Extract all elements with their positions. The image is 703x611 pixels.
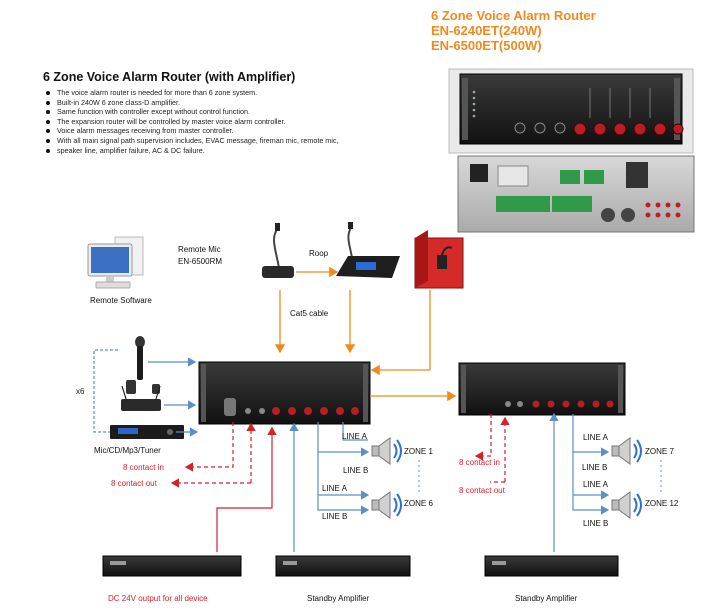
zone-range-dots [418, 460, 662, 492]
blue-output-lines-right [549, 412, 610, 552]
paging-console-icon [336, 222, 400, 278]
handheld-mic-icon [135, 336, 145, 380]
dc-output-label: DC 24V output for all device [108, 594, 208, 603]
gooseneck-mic-icon [262, 223, 294, 278]
speaker-icon-zone1 [371, 437, 402, 465]
line-b-zone12-label: LINE B [583, 519, 609, 528]
main-router-device [198, 361, 371, 425]
section-title: 6 Zone Voice Alarm Router (with Amplifie… [43, 70, 296, 84]
line-b-zone1-label: LINE B [343, 466, 369, 475]
standby-amplifier-2-label: Standby Amplifier [515, 594, 578, 603]
feature-item: The expansion router will be controlled … [45, 117, 405, 127]
contact-out-left-label: 8 contact out [111, 479, 157, 488]
router-rear-panel-image [457, 155, 695, 233]
speaker-icon-zone7 [611, 437, 642, 465]
feature-list: The voice alarm router is needed for mor… [45, 88, 405, 155]
line-a-zone1-label: LINE A [342, 432, 367, 441]
line-a-zone12-label: LINE A [583, 480, 608, 489]
header-line-3: EN-6500ET(500W) [431, 38, 542, 53]
zone12-label: ZONE 12 [645, 499, 679, 508]
zone7-label: ZONE 7 [645, 447, 674, 456]
line-b-zone7-label: LINE B [582, 463, 608, 472]
sources-label: Mic/CD/Mp3/Tuner [94, 446, 161, 455]
wireless-receiver-icon [121, 380, 161, 411]
standby-amplifier-1-label: Standby Amplifier [307, 594, 370, 603]
blue-input-connections [93, 349, 199, 437]
line-a-zone7-label: LINE A [583, 433, 608, 442]
expansion-router-device [458, 362, 626, 416]
product-header: 6 Zone Voice Alarm Router EN-6240ET(240W… [431, 8, 596, 53]
line-b-zone6-label: LINE B [322, 512, 348, 521]
red-contact-lines [170, 414, 510, 552]
line-a-zone6-label: LINE A [322, 484, 347, 493]
fireman-mic-box-icon [414, 230, 464, 289]
blue-output-lines-left [289, 422, 370, 552]
router-front-panel-image [448, 68, 694, 154]
contact-in-left-label: 8 contact in [123, 463, 164, 472]
standby-amplifier-1 [275, 555, 411, 577]
cat5-label: Cat5 cable [290, 309, 329, 318]
feature-item: Voice alarm messages receiving from mast… [45, 126, 405, 136]
cd-player-icon [110, 425, 184, 439]
computer-icon [87, 236, 144, 289]
feature-item-continued: speaker line, amplifier failure, AC & DC… [45, 146, 405, 156]
zone1-label: ZONE 1 [404, 447, 433, 456]
feature-item: With all main signal path supervision in… [45, 136, 405, 146]
feature-item: The voice alarm router is needed for mor… [45, 88, 405, 98]
contact-in-right-label: 8 contact in [459, 458, 500, 467]
feature-item: Same function with controller except wit… [45, 107, 405, 117]
roop-label: Roop [309, 249, 329, 258]
remote-mic-model-label: EN-6500RM [178, 257, 223, 266]
standby-amplifier-2 [484, 555, 619, 577]
feature-item: Built-in 240W 6 zone class-D amplifier. [45, 98, 405, 108]
header-line-1: 6 Zone Voice Alarm Router [431, 8, 596, 23]
speaker-icon-zone6 [371, 491, 402, 519]
speaker-icon-zone12 [611, 491, 642, 519]
x6-label: x6 [76, 387, 85, 396]
orange-connections [274, 266, 457, 402]
zone6-label: ZONE 6 [404, 499, 433, 508]
remote-mic-label: Remote Mic [178, 245, 221, 254]
header-line-2: EN-6240ET(240W) [431, 23, 542, 38]
remote-software-label: Remote Software [90, 296, 152, 305]
dc-power-unit [102, 555, 242, 577]
contact-out-right-label: 8 contact out [459, 486, 505, 495]
